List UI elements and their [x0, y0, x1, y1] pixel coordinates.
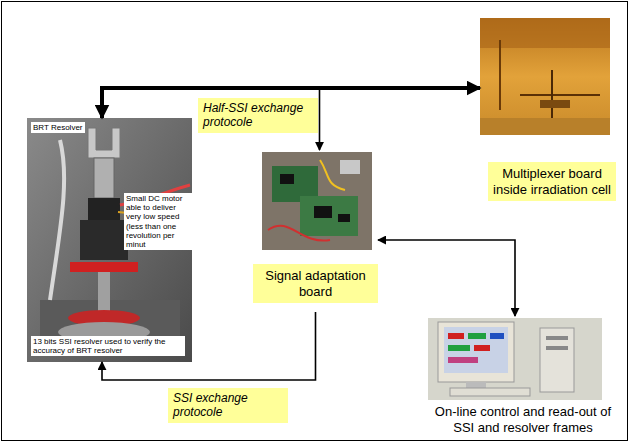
photo-panel: BRT ResolverSmall DC motor able to deliv…	[27, 118, 192, 362]
irradiation-cell-photo	[551, 70, 553, 118]
computer-photo	[546, 346, 568, 350]
board-photo	[262, 152, 372, 250]
computer-photo	[448, 345, 470, 351]
board-photo	[338, 214, 350, 222]
protocol-label: SSI exchange protocole	[168, 388, 288, 423]
computer-photo	[490, 333, 504, 339]
resolver-photo	[27, 118, 192, 362]
irradiation-cell-photo	[480, 18, 610, 135]
photo-panel: On-line control and read-out of SSI and …	[428, 316, 618, 436]
board-photo	[340, 160, 360, 174]
computer-photo	[428, 318, 602, 400]
resolver-photo	[98, 272, 110, 312]
board-photo	[300, 196, 358, 236]
irradiation-cell-photo	[520, 94, 600, 96]
board-photo	[262, 152, 372, 250]
connector-arrow	[378, 240, 515, 316]
computer-photo	[546, 336, 568, 340]
board-photo	[280, 174, 294, 184]
computer-photo	[474, 345, 490, 351]
computer-photo	[468, 333, 486, 339]
board-photo	[268, 226, 330, 241]
resolver-photo	[88, 128, 120, 158]
computer-photo	[450, 388, 530, 396]
resolver-photo	[88, 198, 120, 220]
irradiation-cell-photo	[480, 18, 610, 135]
resolver-photo	[94, 158, 114, 198]
board-photo	[320, 160, 345, 190]
board-photo	[314, 206, 332, 218]
caption-text: On-line control and read-out of SSI and …	[428, 404, 618, 435]
irradiation-cell-photo	[540, 100, 570, 108]
protocol-label: Half-SSI exchange protocole	[198, 98, 318, 133]
resolver-photo	[70, 262, 138, 272]
computer-photo	[428, 318, 602, 400]
resolver-photo	[50, 140, 64, 300]
photo-panel: Signal adaptation board	[253, 150, 378, 312]
photo-panel: Multiplexer board inside irradiation cel…	[480, 18, 616, 210]
computer-photo	[444, 327, 508, 373]
caption-box: Signal adaptation board	[253, 264, 378, 303]
caption-box: Multiplexer board inside irradiation cel…	[488, 162, 616, 201]
part-label: BRT Resolver	[31, 122, 85, 133]
computer-photo	[540, 328, 574, 392]
irradiation-cell-photo	[499, 40, 501, 110]
connector-arrow	[320, 88, 481, 150]
computer-photo	[466, 382, 486, 388]
part-label: Small DC motor able to deliver very low …	[124, 193, 192, 250]
computer-photo	[448, 333, 464, 339]
computer-photo	[438, 322, 514, 382]
computer-photo	[448, 357, 478, 363]
part-label: 13 bits SSI resolver used to verify the …	[31, 336, 185, 356]
irradiation-cell-photo	[480, 118, 610, 135]
resolver-photo	[80, 220, 128, 260]
resolver-photo	[27, 118, 192, 362]
